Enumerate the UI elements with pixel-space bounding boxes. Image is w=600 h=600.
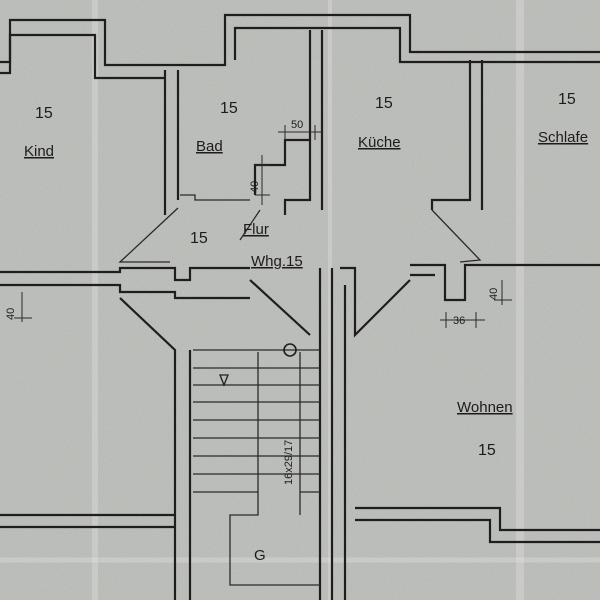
room-schlafen: 15 Schlafe [538,91,588,146]
dim-bad-niche-depth: 40 [249,181,261,193]
room-kueche: 15 Küche [358,95,401,151]
dim-left-wall: 40 [5,308,17,320]
dim-right-niche-width: 36 [453,315,465,327]
room-area: 15 [190,230,208,247]
stair-start-marker-icon [283,343,297,357]
room-name: Küche [358,134,401,151]
room-bad: 15 Bad [196,100,238,155]
apartment-label: Whg.15 [251,253,303,270]
room-name: Schlafe [538,129,588,146]
room-wohnen: Wohnen 15 [457,399,513,459]
room-name: Bad [196,138,223,155]
room-kind: 15 Kind [24,105,54,160]
stair-arrow-icon [219,374,229,387]
dim-right-niche-depth: 40 [488,288,500,300]
room-name: Flur [243,221,269,238]
room-flur: 15 Flur [190,221,269,247]
room-area: 15 [35,105,53,122]
stair-label: G [254,547,266,564]
stair-steps [193,367,320,493]
room-area: 15 [558,91,576,108]
dimension-lines [14,125,512,328]
room-area: 15 [220,100,238,117]
walls [0,13,600,600]
dim-bad-niche-width: 50 [291,119,303,131]
room-area: 15 [478,442,496,459]
room-name: Kind [24,143,54,160]
room-area: 15 [375,95,393,112]
room-name: Wohnen [457,399,513,416]
stair-spec: 16x29/17 [283,440,295,485]
